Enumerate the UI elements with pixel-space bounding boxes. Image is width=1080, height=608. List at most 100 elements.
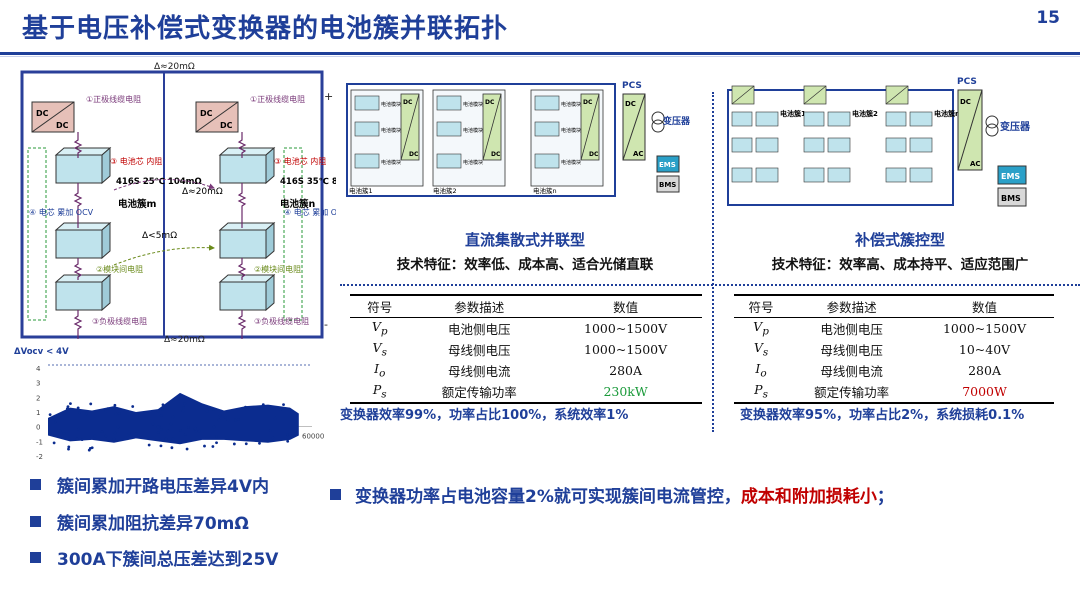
cluster-label: 电池簇1 — [780, 109, 806, 118]
table-header: 数值 — [613, 300, 639, 315]
scatter-point — [286, 433, 289, 437]
battery-module — [534, 95, 560, 111]
chart-title: ΔVocv < 4V — [14, 347, 69, 357]
scatter-point — [226, 418, 230, 422]
scatter-band — [136, 409, 158, 442]
battery-module — [731, 137, 753, 153]
battery-module — [885, 137, 907, 153]
scatter-point — [156, 409, 160, 413]
cell-res-label-n: ③ 电池芯 内阻 — [274, 156, 326, 166]
dc-centralized-efficiency: 变换器效率99%，功率占比100%，系统效率1% — [340, 408, 629, 423]
scatter-point — [62, 432, 66, 435]
scatter-point — [159, 444, 163, 448]
svg-text:DC: DC — [960, 98, 971, 106]
scatter-point — [75, 437, 79, 441]
scatter-point — [106, 407, 110, 411]
pcs-label: PCS — [622, 81, 642, 91]
bms-box-right: BMS — [1001, 194, 1021, 203]
scatter-point — [215, 441, 218, 445]
scatter-point — [282, 403, 285, 407]
scatter-point — [234, 418, 237, 422]
scatter-point — [147, 443, 151, 447]
scatter-point — [77, 411, 81, 415]
scatter-point — [261, 403, 265, 407]
scatter-point — [286, 439, 290, 443]
pos-cable-label-m: ①正极线缆电阻 — [86, 94, 141, 104]
bullet-item: 簇间累加开路电压差异4V内 — [30, 472, 269, 497]
dcdc-box-m: DC DC — [31, 101, 75, 133]
scatter-point — [215, 435, 218, 439]
battery-module — [803, 167, 825, 183]
scatter-point — [161, 407, 164, 411]
module-label: 电池模块 — [381, 159, 401, 166]
cluster-n-info: 416S 35℃ 82mΩ — [280, 177, 336, 187]
scatter-point — [158, 437, 162, 441]
scatter-point — [212, 407, 216, 411]
scatter-point — [185, 447, 189, 451]
y-tick-label: 2 — [36, 394, 40, 402]
compensated-efficiency: 变换器效率95%，功率占比2%，系统损耗0.1% — [740, 408, 1025, 423]
battery-module — [731, 111, 753, 127]
battery-module — [885, 167, 907, 183]
y-tick-label: 1 — [36, 409, 40, 417]
scatter-point — [131, 405, 135, 408]
cluster-n-label: 电池簇n — [280, 198, 316, 210]
scatter-point — [183, 402, 187, 406]
battery-module — [354, 95, 380, 111]
scatter-point — [76, 427, 80, 431]
scatter-point — [104, 434, 108, 438]
scatter-point — [212, 425, 216, 429]
scatter-point — [170, 446, 174, 450]
scatter-point — [93, 434, 97, 438]
scatter-point — [52, 441, 56, 445]
scatter-point — [271, 436, 275, 440]
pos-cable-label-n: ①正极线缆电阻 — [250, 94, 305, 104]
table-header: 符号 — [748, 300, 774, 315]
scatter-band — [268, 404, 290, 443]
module-label: 电池模块 — [463, 127, 483, 134]
scatter-point — [89, 402, 93, 406]
battery-module — [827, 167, 851, 183]
scatter-point — [181, 409, 185, 413]
cluster-label: 电池簇n — [934, 109, 960, 118]
scatter-band — [246, 404, 268, 443]
x-tick-label: 60000 — [302, 433, 324, 441]
scatter-point — [113, 431, 117, 435]
scatter-point — [273, 416, 277, 420]
scatter-point — [211, 445, 215, 448]
module-label: 电池模块 — [463, 159, 483, 166]
bullet-item: 簇间累加阻抗差异70mΩ — [30, 509, 249, 534]
compensated-label: 补偿式簇控型 — [854, 231, 945, 249]
svg-text:DC: DC — [36, 109, 49, 118]
scatter-point — [69, 402, 72, 406]
battery-module — [755, 137, 779, 153]
svg-text:AC: AC — [633, 150, 644, 158]
cluster-label: 电池簇2 — [852, 109, 878, 118]
pcs-block-right: DC AC — [957, 89, 983, 171]
dcdc-box-n: DC DC — [195, 101, 239, 133]
scatter-point — [156, 425, 160, 429]
compensated-feature: 技术特征：效率高、成本持平、适应范围广 — [771, 257, 1029, 273]
scatter-band — [290, 407, 299, 440]
scatter-point — [134, 432, 138, 436]
scatter-point — [183, 433, 187, 437]
cluster-topology-diagram: Δ≈20mΩ Δ≈20mΩ + - DC DC DC DC ①正极线缆电阻 ①正… — [20, 62, 336, 345]
mid-resistance: Δ≈20mΩ — [182, 187, 223, 197]
table-header: 参数描述 — [454, 300, 505, 315]
battery-module — [436, 121, 462, 137]
svg-text:AC: AC — [970, 160, 981, 168]
scatter-point — [161, 403, 165, 407]
scatter-point — [112, 437, 116, 441]
svg-text:DC: DC — [200, 109, 213, 118]
scatter-point — [156, 431, 160, 434]
scatter-point — [76, 406, 80, 410]
bullet-square-icon — [330, 489, 341, 500]
module-label: 电池模块 — [381, 127, 401, 134]
bottom-resistance: Δ≈20mΩ — [164, 335, 205, 345]
battery-module — [731, 167, 753, 183]
